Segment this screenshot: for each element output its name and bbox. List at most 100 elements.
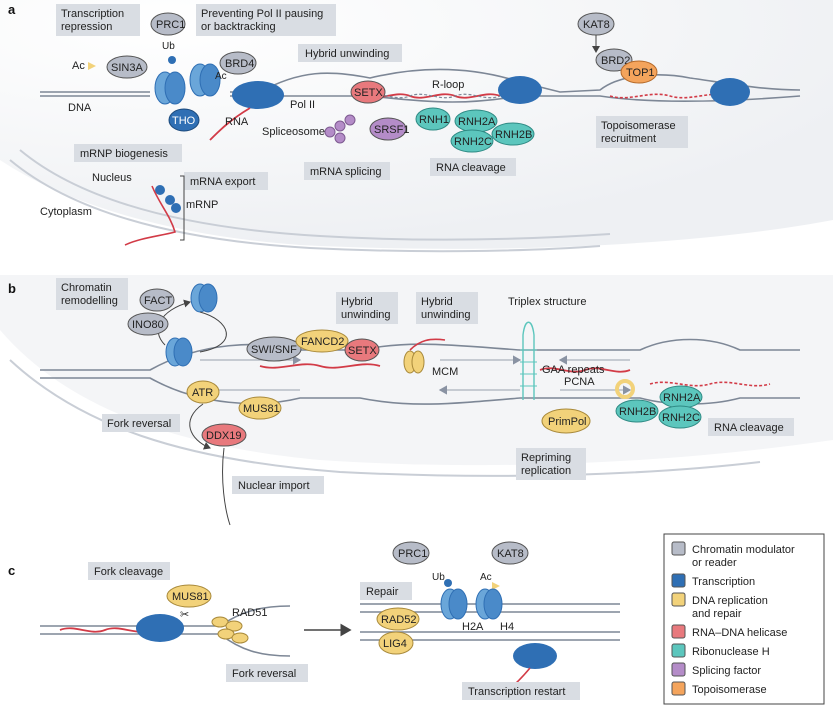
repriming-line2: replication (521, 465, 571, 477)
displaced-rna (409, 338, 446, 351)
primpol-node (541, 408, 591, 434)
nucleosome-1 (154, 71, 186, 105)
rnh2a-label-b: RNH2A (663, 392, 701, 404)
label-box-fork-reversal-c (226, 664, 308, 682)
mrnp-biogenesis-label: mRNP biogenesis (80, 148, 168, 160)
label-box-hybrid-unwinding-1 (336, 292, 398, 324)
hybrid-unwinding-2-line1: Hybrid (421, 296, 453, 308)
label-box-chromatin-remodelling (56, 278, 128, 310)
panel-label-b: b (8, 281, 16, 296)
mrnp-bead-3 (171, 203, 181, 213)
mus81-node-b (238, 396, 282, 420)
label-box-repriming (516, 448, 586, 480)
mrnp-bracket (180, 175, 185, 241)
ub-label-c: Ub (432, 572, 445, 583)
nucleosome-c-h2a (440, 588, 468, 620)
label-box-topo-recruitment (596, 116, 688, 148)
rnh2c-label: RNH2C (454, 136, 492, 148)
brd4-label: BRD4 (225, 58, 254, 70)
brd2-node (595, 48, 633, 72)
ac-triangle-icon (88, 62, 96, 70)
prc1-label-c: PRC1 (398, 548, 427, 560)
label-box-rna-cleavage-a (430, 158, 516, 176)
transcription-repression-line1: Transcription (61, 8, 124, 20)
legend-label-5-0: Splicing factor (692, 665, 761, 677)
pol2-shape (232, 81, 284, 109)
mcm-label: MCM (432, 366, 458, 378)
rna-label: RNA (225, 116, 249, 128)
hybrid-unwinding-2-line2: unwinding (421, 309, 471, 321)
prc1-node-c (392, 541, 430, 565)
fact-node (139, 288, 175, 312)
top1-node (620, 60, 658, 84)
prc1-node (150, 12, 186, 36)
nuclear-import-label: Nuclear import (238, 480, 310, 492)
fork-cleavage-label: Fork cleavage (94, 566, 163, 578)
ub-label: Ub (162, 41, 175, 52)
primpol-label: PrimPol (548, 416, 587, 428)
rad51-label: RAD51 (232, 607, 267, 619)
rna-cleavage-label-a: RNA cleavage (436, 162, 506, 174)
pol2-topo (710, 78, 750, 106)
mcm-helicase (403, 350, 425, 374)
pausing-line1: Preventing Pol II pausing (201, 8, 323, 20)
srsf1-node (369, 117, 407, 141)
ino80-node (127, 312, 169, 336)
h2a-label: H2A (462, 621, 484, 633)
ddx19-node (201, 423, 247, 447)
legend-label-0-0: Chromatin modulator (692, 544, 795, 556)
fact-label: FACT (144, 295, 172, 307)
nucleosome-c-h4 (475, 588, 503, 620)
label-box-mrnp-biogenesis (74, 144, 182, 162)
setx-node (350, 80, 386, 104)
dna-label: DNA (68, 102, 92, 114)
legend-label-6-0: Topoisomerase (692, 684, 767, 696)
nuclear-import-line (222, 447, 231, 526)
pol2-c-restart (513, 643, 557, 669)
cytoplasm-label: Cytoplasm (40, 206, 92, 218)
ac-triangle-icon-c (492, 582, 500, 590)
legend-swatch-6 (671, 681, 686, 696)
sin3a-node (106, 55, 148, 79)
mrnp-label: mRNP (186, 199, 218, 211)
label-box-mrna-export (184, 172, 268, 190)
nucleus-region (0, 0, 833, 249)
pcna-label: PCNA (564, 376, 595, 388)
swi-snf-node (246, 336, 302, 362)
pcna-ring (615, 379, 635, 399)
hybrid-unwinding-1-line2: unwinding (341, 309, 391, 321)
ddx19-label: DDX19 (206, 430, 241, 442)
label-box-hybrid-unwinding-2 (416, 292, 478, 324)
kat8-label-a: KAT8 (583, 19, 610, 31)
nuclear-envelope-b (9, 359, 761, 477)
legend-label-4-0: Ribonuclease H (692, 646, 770, 658)
r-loop-dna (359, 93, 501, 99)
label-box-nuclear-import (232, 476, 324, 494)
tho-node (168, 108, 200, 132)
mus81-label-c: MUS81 (172, 591, 209, 603)
sin3a-label: SIN3A (111, 62, 143, 74)
nucleosome-b-top (190, 283, 218, 313)
label-box-transcription-repression (56, 4, 140, 36)
rnh2b-label-b: RNH2B (619, 406, 656, 418)
chromatin-remodelling-line2: remodelling (61, 295, 118, 307)
mus81-label-b: MUS81 (243, 403, 280, 415)
scissors-icon: ✂ (180, 609, 189, 621)
rnh2c-label-b: RNH2C (662, 412, 700, 424)
srsf1-label: SRSF1 (374, 124, 409, 136)
setx-node-b (344, 338, 380, 362)
atr-label: ATR (192, 387, 213, 399)
nucleosome-b-fork (165, 337, 193, 367)
rnh2b-label: RNH2B (495, 129, 532, 141)
mrna-export-label: mRNA export (190, 176, 255, 188)
prc1-label: PRC1 (156, 19, 185, 31)
rloop-b2-rna (649, 381, 771, 387)
hybrid-unwinding-label: Hybrid unwinding (305, 48, 389, 60)
panel-c: c RAD51 MUS81 ✂ Fork cleavage Fork rever… (8, 541, 620, 700)
legend-label-2-0: DNA replication (692, 595, 768, 607)
nuclear-envelope-outer (9, 159, 601, 253)
fork-reversal-label-c: Fork reversal (232, 668, 296, 680)
nucleosome-2 (189, 63, 221, 97)
label-box-fork-cleavage (88, 562, 170, 580)
